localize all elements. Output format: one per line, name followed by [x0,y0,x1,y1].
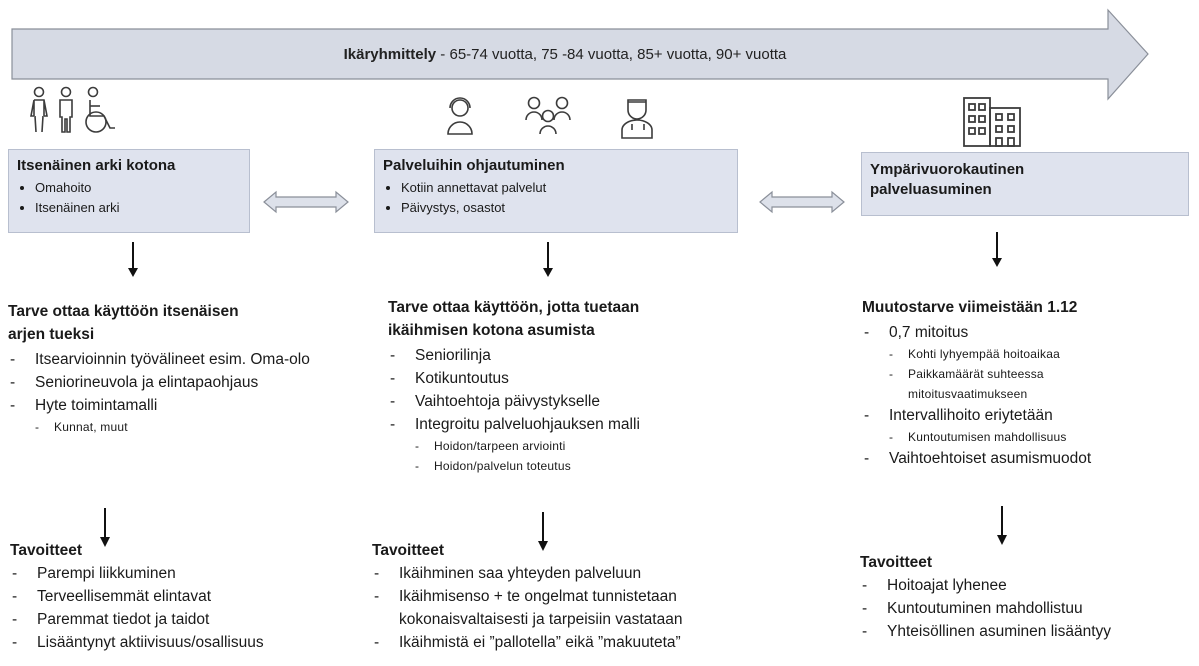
goal-item: Terveellisemmät elintavat [10,585,380,608]
needs-item-text: Integroitu palveluohjauksen malli [415,416,640,433]
sub-item: Hoidon/palvelun toteutus [388,456,788,476]
box-title: Palveluihin ohjautuminen [383,157,565,174]
goals-24h-housing: Tavoitteet Hoitoajat lyhenee Kuntoutumin… [860,552,1195,643]
goals-independent-living: Tavoitteet Parempi liikkuminen Terveelli… [10,540,380,654]
box-bullet: Itsenäinen arki [35,198,241,218]
needs-heading: Tarve ottaa käyttöön itsenäisen arjen tu… [8,300,368,346]
sub-item: Kuntoutumisen mahdollisuus [862,427,1194,447]
down-arrow [538,512,548,551]
goal-item: Yhteisöllinen asuminen lisääntyy [860,620,1195,643]
needs-item-text: Hyte toimintamalli [35,397,158,414]
goal-item: Paremmat tiedot ja taidot [10,608,380,631]
needs-heading: Tarve ottaa käyttöön, jotta tuetaan ikäi… [388,296,788,342]
needs-item: Itsearvioinnin työvälineet esim. Oma-olo [8,348,335,371]
headset-agent-icon [447,97,473,135]
needs-item: Vaihtoehtoja päivystykselle [388,390,788,413]
needs-heading-line: Tarve ottaa käyttöön, jotta tuetaan [388,299,640,316]
needs-heading-line: Tarve ottaa käyttöön itsenäisen [8,303,239,320]
down-arrow [100,508,110,547]
needs-item: Seniorineuvola ja elintapaohjaus [8,371,368,394]
needs-heading-line: ikäihmisen kotona asumista [388,322,595,339]
banner-label: Ikäryhmittely - 65-74 vuotta, 75 -84 vuo… [0,46,1130,63]
building-icon [963,97,1021,147]
needs-heading-line: arjen tueksi [8,326,95,343]
goal-item: Kuntoutuminen mahdollistuu [860,597,1195,620]
goals-service-guidance: Tavoitteet Ikäihminen saa yhteyden palve… [372,540,702,654]
double-arrow-right [759,190,845,214]
down-arrow [997,506,1007,545]
box-bullet: Päivystys, osastot [401,198,729,218]
column-24h-housing: Muutostarve viimeistään 1.12 0,7 mitoitu… [862,296,1194,470]
needs-list: 0,7 mitoitus Kohti lyhyempää hoitoaikaa … [862,321,1194,470]
goals-list: Ikäihminen saa yhteyden palveluun Ikäihm… [372,562,702,654]
persons-icon-group [30,86,115,133]
needs-heading: Muutostarve viimeistään 1.12 [862,299,1078,316]
female-person-icon [30,86,48,133]
sub-item: Paikkamäärät suhteessa mitoitusvaatimuks… [862,364,1128,404]
box-title: Itsenäinen arki kotona [17,157,176,174]
service-icon-group [447,96,653,139]
needs-item: Seniorilinja [388,344,788,367]
needs-item: 0,7 mitoitus Kohti lyhyempää hoitoaikaa … [862,321,1194,404]
needs-item: Vaihtoehtoiset asumismuodot [862,447,1194,470]
male-person-icon [59,86,73,133]
banner-title: Ikäryhmittely [343,46,437,63]
goal-item: Ikäihmistä ei ”pallotella” eikä ”makuute… [372,631,702,654]
box-bullet-list: Omahoito Itsenäinen arki [17,178,241,218]
goal-item: Lisääntynyt aktiivisuus/osallisuus [10,631,380,654]
sub-item: Kohti lyhyempää hoitoaikaa [862,344,1194,364]
sub-list: Kunnat, muut [8,417,368,437]
column-service-guidance: Tarve ottaa käyttöön, jotta tuetaan ikäi… [388,296,788,476]
down-arrow [128,242,138,277]
box-title: Ympärivuorokautinen palveluasuminen [870,161,1025,198]
needs-item-text: 0,7 mitoitus [889,324,969,341]
goals-title: Tavoitteet [860,554,933,571]
goal-item: Ikäihmisenso + te ongelmat tunnistetaan … [372,585,702,631]
goals-list: Hoitoajat lyhenee Kuntoutuminen mahdolli… [860,574,1195,643]
box-24h-housing: Ympärivuorokautinen palveluasuminen [861,152,1189,216]
needs-item: Integroitu palveluohjauksen malli Hoidon… [388,413,788,476]
needs-item: Intervallihoito eriytetään Kuntoutumisen… [862,404,1194,447]
column-independent-living: Tarve ottaa käyttöön itsenäisen arjen tu… [8,300,368,437]
needs-list: Itsearvioinnin työvälineet esim. Oma-olo… [8,348,368,437]
group-icon [525,96,571,135]
goal-item: Ikäihminen saa yhteyden palveluun [372,562,702,585]
age-groups-banner-arrow [11,8,1149,101]
needs-item: Kotikuntoutus [388,367,788,390]
sub-list: Kohti lyhyempää hoitoaikaa Paikkamäärät … [862,344,1194,404]
sub-item: Hoidon/tarpeen arviointi [388,436,788,456]
box-bullet-list: Kotiin annettavat palvelut Päivystys, os… [383,178,729,218]
down-arrow [992,232,1002,267]
goals-title: Tavoitteet [372,542,445,559]
needs-item: Hyte toimintamalli Kunnat, muut [8,394,368,437]
box-bullet: Kotiin annettavat palvelut [401,178,729,198]
double-arrow-left [263,190,349,214]
goal-item: Hoitoajat lyhenee [860,574,1195,597]
goals-title: Tavoitteet [10,542,83,559]
needs-list: Seniorilinja Kotikuntoutus Vaihtoehtoja … [388,344,788,476]
box-bullet: Omahoito [35,178,241,198]
sub-item: Kunnat, muut [8,417,368,437]
needs-item-text: Intervallihoito eriytetään [889,407,1053,424]
box-service-guidance: Palveluihin ohjautuminen Kotiin annettav… [374,149,738,233]
wheelchair-icon [85,86,115,133]
box-independent-living: Itsenäinen arki kotona Omahoito Itsenäin… [8,149,250,233]
sub-list: Kuntoutumisen mahdollisuus [862,427,1194,447]
sub-list: Hoidon/tarpeen arviointi Hoidon/palvelun… [388,436,788,476]
banner-age-groups: 65-74 vuotta, 75 -84 vuotta, 85+ vuotta,… [449,46,787,63]
goals-list: Parempi liikkuminen Terveellisemmät elin… [10,562,380,654]
doctor-icon [621,99,653,139]
goal-item: Parempi liikkuminen [10,562,380,585]
down-arrow [543,242,553,277]
banner-separator: - [436,46,450,63]
